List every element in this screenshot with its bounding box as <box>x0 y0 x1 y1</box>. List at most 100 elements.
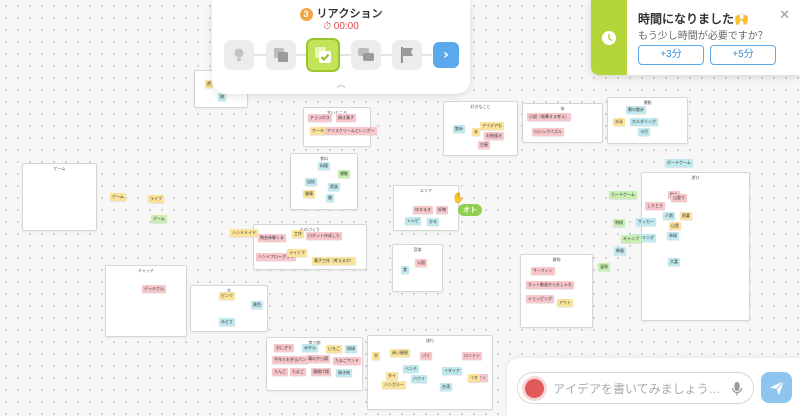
sticky-note[interactable]: カードゲーム <box>609 191 637 199</box>
sticky-note[interactable]: おにぎり <box>274 344 294 352</box>
sticky-note[interactable]: ゆすまき <box>413 206 433 214</box>
card-shopping[interactable]: 買物 <box>520 254 593 328</box>
sticky-note[interactable]: たまごサンド <box>333 357 361 365</box>
sticky-note[interactable]: ライブ <box>148 195 164 203</box>
sticky-note[interactable]: いちご <box>326 345 342 353</box>
sticky-note[interactable]: サーフィン <box>531 267 555 275</box>
sticky-note[interactable]: 京 <box>372 352 380 360</box>
sticky-note[interactable]: 工作 <box>292 230 304 238</box>
sticky-note[interactable]: 手作りお弁当パン <box>272 356 309 364</box>
sticky-note[interactable]: 大富 <box>668 258 680 266</box>
sticky-note[interactable]: みどり <box>219 318 235 326</box>
sticky-note[interactable]: 古屋 <box>478 141 490 149</box>
sticky-note[interactable]: みかん <box>302 344 318 352</box>
sticky-note[interactable]: ロボット作成した <box>306 232 342 240</box>
sticky-note[interactable]: 健康 <box>303 190 315 198</box>
close-icon[interactable]: ✕ <box>779 8 790 23</box>
sticky-note[interactable]: 鶏のから揚 <box>306 355 330 363</box>
sticky-note[interactable]: 料理 <box>318 162 330 170</box>
card-music[interactable]: 音楽 <box>392 244 443 292</box>
sticky-note[interactable]: 卵焼 <box>345 345 357 353</box>
collapse-panel-button[interactable]: ︿ <box>212 77 470 90</box>
sticky-note[interactable]: たまご <box>290 368 306 376</box>
card-mid[interactable]: 体 <box>522 103 603 143</box>
idea-input[interactable] <box>553 379 723 398</box>
sticky-note[interactable]: 小説（執筆する考え） <box>527 113 571 121</box>
sticky-note[interactable]: 陶芸体験くる <box>258 234 286 242</box>
step-finish[interactable] <box>392 40 422 70</box>
sticky-note[interactable]: りんご <box>272 368 288 376</box>
sticky-note[interactable]: サッカー <box>636 218 656 226</box>
sticky-note[interactable]: イタリア <box>442 367 462 375</box>
sticky-note[interactable]: 旅 <box>218 93 226 101</box>
sticky-note[interactable]: ゲーム <box>151 215 167 223</box>
sticky-note[interactable]: 朝の散歩 <box>626 106 646 114</box>
sticky-note[interactable]: 家族 <box>328 183 340 191</box>
microphone-icon[interactable] <box>731 381 743 397</box>
sticky-note[interactable]: 山登り <box>671 194 687 202</box>
next-step-button[interactable]: › <box>433 42 459 68</box>
sticky-note[interactable]: 温泉 <box>598 263 610 271</box>
sticky-note[interactable]: チョコボス <box>308 114 332 122</box>
send-button[interactable] <box>761 372 792 403</box>
sticky-note[interactable]: 公園 <box>415 259 427 267</box>
sticky-note[interactable]: お絵描き <box>484 132 504 140</box>
sticky-note[interactable]: 電子工作（考えるか） <box>312 257 356 265</box>
sticky-note[interactable]: ケーキ <box>310 127 326 135</box>
sticky-note[interactable]: ショッピング <box>526 295 554 303</box>
sticky-note[interactable]: ボードゲーム <box>665 159 693 167</box>
sticky-note[interactable]: パリ <box>420 352 432 360</box>
sticky-note[interactable]: 焼き肉 <box>336 369 352 377</box>
step-discussion[interactable] <box>351 40 381 70</box>
sticky-note[interactable]: 自炊 <box>305 178 317 186</box>
step-reaction[interactable] <box>306 38 340 72</box>
step-cards[interactable] <box>266 40 296 70</box>
sticky-note[interactable]: キャンプ <box>621 235 641 243</box>
card-play[interactable]: 遊び <box>641 172 750 321</box>
sticky-note[interactable]: 台湾 <box>440 383 452 391</box>
sticky-note[interactable]: 将棋 <box>613 219 625 227</box>
sticky-note[interactable]: 運動 <box>338 170 350 178</box>
sticky-note[interactable]: 焼き菓子 <box>336 114 356 122</box>
sticky-note[interactable]: ボルダリング <box>630 118 658 126</box>
sticky-note[interactable]: 水泳 <box>613 118 625 126</box>
sticky-note[interactable]: 食 <box>401 266 409 274</box>
sticky-note[interactable]: ネット動画からおしゃれ <box>526 281 574 289</box>
sticky-note[interactable]: 囲碁 <box>680 212 692 220</box>
card-game[interactable]: ゲーム <box>22 163 97 231</box>
sticky-note[interactable]: イタ <box>468 374 480 382</box>
sticky-note[interactable]: 唐揚げ揚 <box>311 368 331 376</box>
sticky-note[interactable]: 好物 <box>436 206 448 214</box>
sticky-note[interactable]: ロンドン <box>462 352 482 360</box>
sticky-note[interactable]: ボウリング <box>632 234 656 242</box>
sticky-note[interactable]: 卓球 <box>667 232 679 240</box>
add-5-minutes-button[interactable]: +5分 <box>710 45 776 65</box>
sticky-note[interactable]: 遊 <box>205 80 213 88</box>
sticky-note[interactable]: レシピ <box>405 217 421 225</box>
sticky-note[interactable]: 本 <box>472 128 480 136</box>
sticky-note[interactable]: ベンチ <box>403 365 419 373</box>
sticky-note[interactable]: ピンク <box>219 292 235 300</box>
sticky-note[interactable]: 黄色 <box>251 301 263 309</box>
sticky-note[interactable]: デッキさん <box>142 285 166 293</box>
sticky-note[interactable]: ハンガリー <box>382 381 406 389</box>
sticky-note[interactable]: ゲーム <box>110 193 126 201</box>
step-ideas[interactable] <box>224 40 254 70</box>
sticky-note[interactable]: アイスクリームとレンガー <box>325 127 377 135</box>
sticky-note[interactable]: 散歩 <box>453 125 465 133</box>
sticky-note[interactable]: アイデアも <box>480 122 504 130</box>
sticky-note[interactable]: 畑 <box>326 194 334 202</box>
sticky-note[interactable]: アウト <box>557 299 573 307</box>
sticky-note[interactable]: 赤い屋根 <box>390 349 410 357</box>
sticky-note[interactable]: 映画 <box>614 247 626 255</box>
sticky-note[interactable]: ハンドメイド <box>230 229 258 237</box>
sticky-note[interactable]: 人狼 <box>663 212 675 220</box>
record-icon[interactable] <box>525 379 544 398</box>
sticky-note[interactable]: 山登 <box>669 222 681 230</box>
card-catch[interactable]: キャッチ <box>105 265 187 337</box>
sticky-note[interactable]: タイ <box>386 372 398 380</box>
sticky-note[interactable]: ライトフ <box>287 249 307 257</box>
sticky-note[interactable]: ロジックパズル <box>532 128 564 136</box>
sticky-note[interactable]: ハワイ <box>411 375 427 383</box>
